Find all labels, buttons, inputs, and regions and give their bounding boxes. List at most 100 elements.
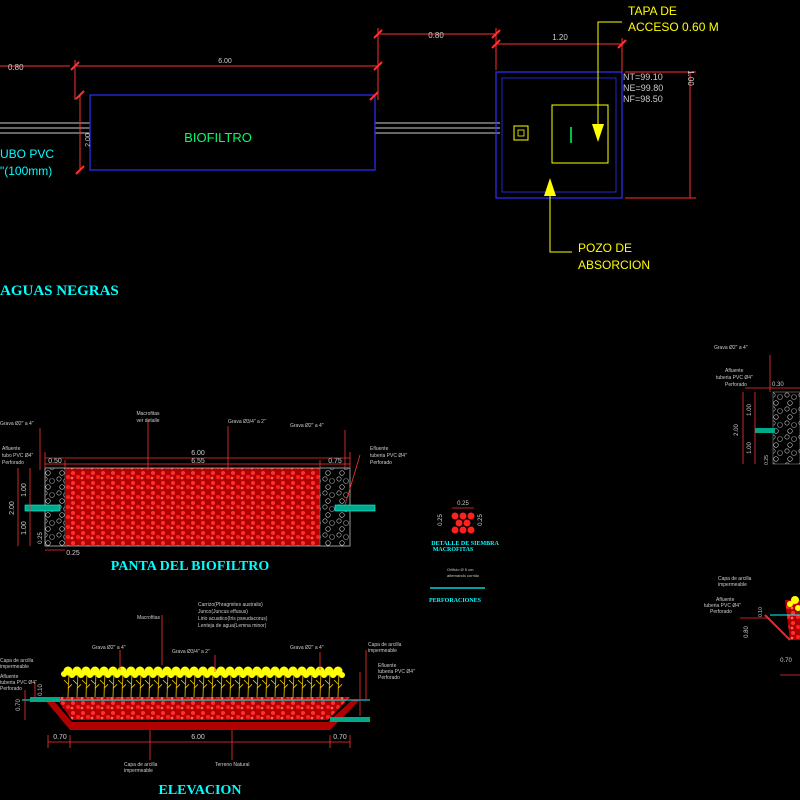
detalle-siembra: 0.25 0.25 0.25 DETALLE DE SIEMBRA MACROF… (429, 501, 499, 604)
elevacion: 6.00 0.70 0.70 0.70 0.10 Macrofitas Carr… (0, 602, 415, 798)
planta-grava-left: Grava Ø2" a 4" (0, 421, 34, 427)
planta-grava-mid: Grava Ø3/4" a 2" (228, 419, 266, 425)
top-dims (0, 28, 696, 199)
right-afl-b2: tuberia PVC Ø4" (704, 603, 741, 609)
right-section: Grava Ø2" a 4" Afluente tuberia PVC Ø4" … (704, 345, 800, 676)
dim-080-mid: 0.80 (428, 31, 444, 40)
right-dim-100a: 1.00 (747, 404, 753, 416)
right-dim-080: 0.80 (744, 626, 750, 638)
pozo-outer (495, 71, 623, 199)
right-dim-100b: 1.00 (747, 442, 753, 454)
elev-efluente-3: Perforado (378, 675, 400, 681)
detalle-dim-025a: 0.25 (457, 501, 469, 507)
tubo-label-2: "(100mm) (0, 164, 52, 178)
tapa-acceso (551, 104, 609, 164)
dim-120: 1.20 (552, 33, 568, 42)
elev-terreno: Terreno Natural (215, 762, 249, 768)
dim-080-left: 0.80 (8, 63, 24, 72)
planta-afluente-2: tubo PVC Ø4" (2, 453, 33, 459)
elev-dim-070a: 0.70 (53, 734, 67, 741)
planta-efluente-2: tuberia PVC Ø4" (370, 453, 407, 459)
right-afl-2: tuberia PVC Ø4" (716, 375, 753, 381)
right-capa: Capa de arcilla (718, 576, 752, 582)
planta-efluente-3: Perforado (370, 460, 392, 466)
dim-100: 1.00 (686, 70, 695, 86)
planta-dim-655: 6.55 (191, 458, 205, 465)
planta-macrofitas: Macrofitas (136, 411, 160, 417)
elev-efluente-pipe (330, 717, 370, 722)
planta-dim-025b: 0.25 (66, 550, 80, 557)
nt-label: NT=99.10 (623, 72, 663, 82)
elev-capa-l: Capa de arcilla (0, 658, 34, 664)
pozo-label-1: POZO DE (578, 241, 632, 255)
nf-label: NF=98.50 (623, 94, 663, 104)
planta-title: PANTA DEL BIOFILTRO (111, 559, 270, 574)
right-afl-b3: Perforado (710, 609, 732, 615)
tapa-label-1: TAPA DE (628, 4, 677, 18)
pipe-inlet-symbol (513, 125, 529, 141)
elev-dim-070c: 0.70 (16, 699, 22, 711)
elevacion-title: ELEVACION (159, 783, 242, 798)
elev-capa-l2: impermeable (0, 664, 29, 670)
arrow-down-icon (592, 124, 604, 142)
planta-dim-075: 0.75 (328, 458, 342, 465)
ne-label: NE=99.80 (623, 83, 663, 93)
media-red (55, 697, 350, 720)
clay-liner (45, 700, 360, 730)
elev-efluente-2: tuberia PVC Ø4" (378, 669, 415, 675)
planta-afluente: Afluente (2, 446, 21, 452)
detalle-dim-025c: 0.25 (478, 514, 484, 526)
right-afl-b: Afluente (716, 597, 735, 603)
elev-dim-010: 0.10 (38, 684, 44, 696)
right-afl: Afluente (725, 368, 744, 374)
detalle-dim-025b: 0.25 (438, 514, 444, 526)
elev-capa-b2: impermeable (124, 768, 153, 774)
elev-grava-mid: Grava Ø3/4" a 2" (172, 649, 210, 655)
pvc-pipe-right (375, 122, 500, 134)
right-grava: Grava Ø2" a 4" (714, 345, 748, 351)
right-capa-2: impermeable (718, 582, 747, 588)
right-plants (787, 596, 800, 611)
planta-macrofitas-2: ver detalle (136, 418, 159, 424)
right-dim-070: 0.70 (780, 658, 792, 664)
planta-efluente: Efluente (370, 446, 389, 452)
elev-afluente-pipe (30, 697, 60, 702)
elev-capa-r2: impermeable (368, 648, 397, 654)
pvc-pipe-left (0, 122, 90, 134)
plants (61, 666, 345, 698)
tapa-label-2: ACCESO 0.60 M (628, 20, 719, 34)
perf-title: PERFORACIONES (429, 598, 482, 604)
planta-dim-050: 0.50 (48, 458, 62, 465)
planta-afluente-3: Perforado (2, 460, 24, 466)
elev-dim-070b: 0.70 (333, 734, 347, 741)
planta-dim-025a: 0.25 (38, 532, 44, 544)
detalle-title: DETALLE DE SIEMBRA (431, 541, 499, 547)
elev-m2: Junco(Juncus effusus) (198, 609, 248, 615)
planta-grava-right: Grava Ø2" a 4" (290, 423, 324, 429)
elev-m4: Lenteja de agua(Lemna minor) (198, 623, 267, 629)
right-afl-3: Perforado (725, 382, 747, 388)
detalle-title-2: MACROFITAS (433, 547, 474, 553)
elev-afl-2: tuberia PVC Ø4" (0, 680, 37, 686)
elev-grava-right: Grava Ø2" a 4" (290, 645, 324, 651)
elev-afl-3: Perforado (0, 686, 22, 692)
biofiltro-box (89, 94, 376, 171)
efluente-pipe (334, 504, 376, 512)
right-gravel (772, 391, 800, 465)
right-dim-200: 2.00 (734, 424, 740, 436)
elev-afl: Afluente (0, 674, 19, 680)
planta-dim-200: 2.00 (9, 501, 16, 515)
planta-biofiltro: 6.00 6.55 0.50 0.75 1.00 1.00 2.00 0.25 … (0, 411, 407, 574)
biofiltro-label: BIOFILTRO (184, 130, 252, 145)
elev-capa-b: Capa de arcilla (124, 762, 158, 768)
perf-note: Orificio Ø 5 cm (447, 567, 474, 572)
right-dim-025: 0.25 (764, 455, 770, 465)
elev-macrofitas: Macrofitas (137, 615, 161, 621)
elev-efluente: Efluente (378, 663, 397, 669)
right-dim-010: 0.10 (758, 607, 764, 617)
elev-capa-r: Capa de arcilla (368, 642, 402, 648)
pozo-inner (501, 77, 617, 193)
arrow-up-icon (544, 178, 556, 196)
macrofitas-bed (65, 468, 320, 546)
